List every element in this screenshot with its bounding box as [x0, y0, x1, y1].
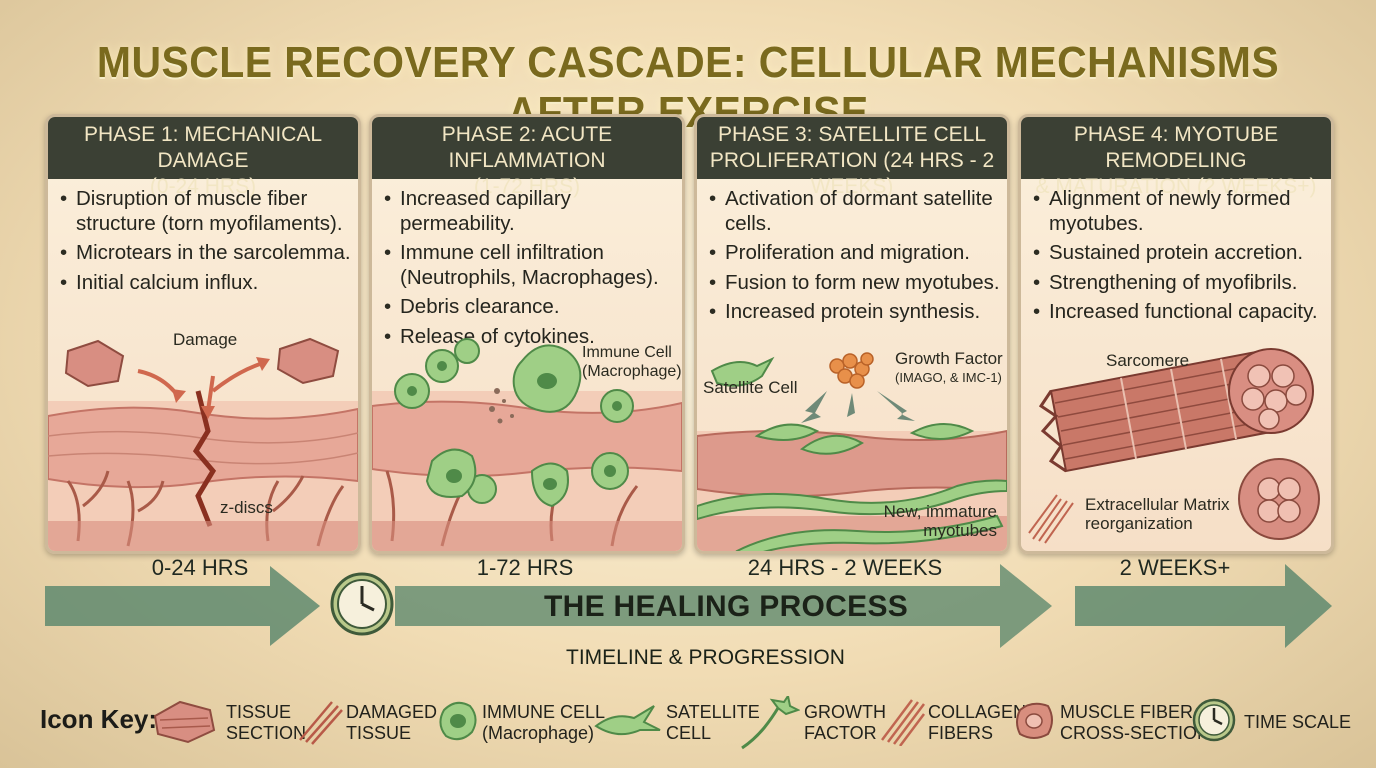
timeline-progression-label: TIMELINE & PROGRESSION	[566, 646, 845, 669]
new-myotubes-label-line1: New, immature	[883, 502, 997, 521]
damaged-tissue-icon	[299, 701, 343, 745]
growth-factor-label: Growth Factor (IMAGO, & IMC-1)	[895, 349, 1003, 387]
key-label-line2: (Macrophage)	[482, 723, 595, 743]
growth-factor-icon	[741, 696, 800, 750]
phase-3-header: PHASE 3: SATELLITE CELL PROLIFERATION (2…	[697, 117, 1007, 198]
phase-3-title: PHASE 3: SATELLITE CELL	[717, 123, 987, 146]
phase-4-panel: PHASE 4: MYOTUBE REMODELING & MATURATION…	[1018, 114, 1334, 554]
immune-cell-label-line1: Immune Cell	[582, 344, 672, 361]
timeline-label-2: 1-72 HRS	[476, 555, 574, 580]
timeline-arrow-3	[1075, 564, 1332, 648]
key-label-line1: MUSCLE FIBER	[1060, 702, 1194, 722]
key-label-line2: FACTOR	[804, 723, 877, 743]
list-item: Sustained protein accretion.	[1033, 241, 1325, 266]
phase-3-panel: PHASE 3: SATELLITE CELL PROLIFERATION (2…	[694, 114, 1010, 554]
icon-key: Icon Key: TISSUE SECTION DAMAGED TISSUE …	[0, 690, 1376, 750]
damage-label: Damage	[173, 330, 238, 349]
phase-1-title: PHASE 1: MECHANICAL DAMAGE	[83, 123, 323, 172]
list-item: Microtears in the sarcolemma.	[60, 241, 352, 266]
key-label-line1: COLLAGEN	[928, 702, 1027, 722]
list-item: Proliferation and migration.	[709, 241, 1001, 266]
clock-icon	[330, 572, 394, 636]
list-item: Strengthening of myofibrils.	[1033, 271, 1325, 296]
main-title: MUSCLE RECOVERY CASCADE: CELLULAR MECHAN…	[96, 38, 1280, 137]
timeline-label-3: 24 HRS - 2 WEEKS	[747, 555, 943, 580]
key-label-line2: CELL	[666, 723, 712, 743]
timeline-arrow-2	[395, 564, 1052, 648]
collagen-fibers-icon	[881, 699, 925, 746]
time-scale-icon	[1192, 698, 1236, 742]
satellite-cell-illustration	[697, 352, 1007, 551]
ecm-label: Extracellular Matrix reorganization	[1085, 495, 1230, 533]
acute-inflammation-illustration	[372, 338, 682, 551]
timeline-label-4: 2 WEEKS+	[1119, 555, 1231, 580]
healing-process-label: THE HEALING PROCESS	[544, 590, 909, 623]
phase-1-bullets: Disruption of muscle fiber structure (to…	[48, 187, 358, 295]
key-label-line1: DAMAGED	[346, 702, 438, 722]
list-item: Activation of dormant satellite cells.	[709, 187, 1001, 236]
list-item: Disruption of muscle fiber structure (to…	[60, 187, 352, 236]
ecm-label-line2: reorganization	[1085, 514, 1193, 533]
list-item: Immune cell infiltration (Neutrophils, M…	[384, 241, 676, 290]
timeline-label-1: 0-24 HRS	[151, 555, 249, 580]
immune-cell-label-line2: (Macrophage)	[582, 363, 682, 380]
key-label-line2: FIBERS	[928, 723, 994, 743]
phase-2-panel: PHASE 2: ACUTE INFLAMMATION (1-72 HRS) I…	[369, 114, 685, 554]
phase-4-bullets: Alignment of newly formed myotubes. Sust…	[1021, 187, 1331, 325]
phase-1-header: PHASE 1: MECHANICAL DAMAGE (0-24 HRS)	[48, 117, 358, 198]
new-myotubes-label-line2: myotubes	[923, 521, 997, 540]
phase-3-bullets: Activation of dormant satellite cells. P…	[697, 187, 1007, 325]
key-label-line1: TISSUE	[226, 702, 292, 722]
phase-4-title: PHASE 4: MYOTUBE REMODELING	[1073, 123, 1279, 172]
new-myotubes-label: New, immature myotubes	[877, 502, 997, 540]
key-label-line2: TISSUE	[346, 723, 412, 743]
list-item: Alignment of newly formed myotubes.	[1033, 187, 1325, 236]
immune-cell-label: Immune Cell (Macrophage)	[582, 343, 682, 381]
timeline-arrows	[45, 564, 1332, 648]
key-label-line1: TIME SCALE	[1244, 712, 1352, 732]
key-label-line1: IMMUNE CELL	[482, 702, 606, 722]
list-item: Increased functional capacity.	[1033, 300, 1325, 325]
list-item: Initial calcium influx.	[60, 271, 352, 296]
immune-cell-icon	[439, 701, 477, 741]
phase-4-header: PHASE 4: MYOTUBE REMODELING & MATURATION…	[1021, 117, 1331, 198]
satellite-cell-icon	[594, 705, 661, 736]
list-item: Release of cytokines.	[384, 325, 676, 350]
phase-2-title: PHASE 2: ACUTE INFLAMMATION	[441, 123, 613, 172]
zdiscs-label: z-discs	[220, 498, 273, 517]
muscle-fiber-cross-section-icon	[1016, 702, 1053, 739]
list-item: Fusion to form new myotubes.	[709, 271, 1001, 296]
sarcomere-label: Sarcomere	[1106, 351, 1190, 370]
phase-1-panel: PHASE 1: MECHANICAL DAMAGE (0-24 HRS) Di…	[45, 114, 361, 554]
timeline-arrow-1	[45, 566, 320, 646]
tissue-section-icon	[153, 700, 216, 744]
ecm-label-line1: Extracellular Matrix	[1085, 495, 1230, 514]
key-label-line1: GROWTH	[804, 702, 886, 722]
key-label-line1: SATELLITE	[666, 702, 760, 722]
myotube-remodeling-illustration	[1028, 348, 1320, 544]
list-item: Increased protein synthesis.	[709, 300, 1001, 325]
list-item: Debris clearance.	[384, 295, 676, 320]
icon-key-title: Icon Key:	[40, 704, 158, 734]
key-label-line2: CROSS-SECTION	[1060, 723, 1211, 743]
growth-factor-label-line1: Growth Factor	[895, 349, 1003, 368]
list-item: Increased capillary permeability.	[384, 187, 676, 236]
mechanical-damage-illustration	[48, 337, 358, 551]
phase-2-header: PHASE 2: ACUTE INFLAMMATION (1-72 HRS)	[372, 117, 682, 198]
phase-2-bullets: Increased capillary permeability. Immune…	[372, 187, 682, 349]
growth-factor-label-line2: (IMAGO, & IMC-1)	[895, 370, 1002, 385]
satellite-cell-label: Satellite Cell	[703, 378, 798, 397]
key-label-line2: SECTION	[226, 723, 307, 743]
